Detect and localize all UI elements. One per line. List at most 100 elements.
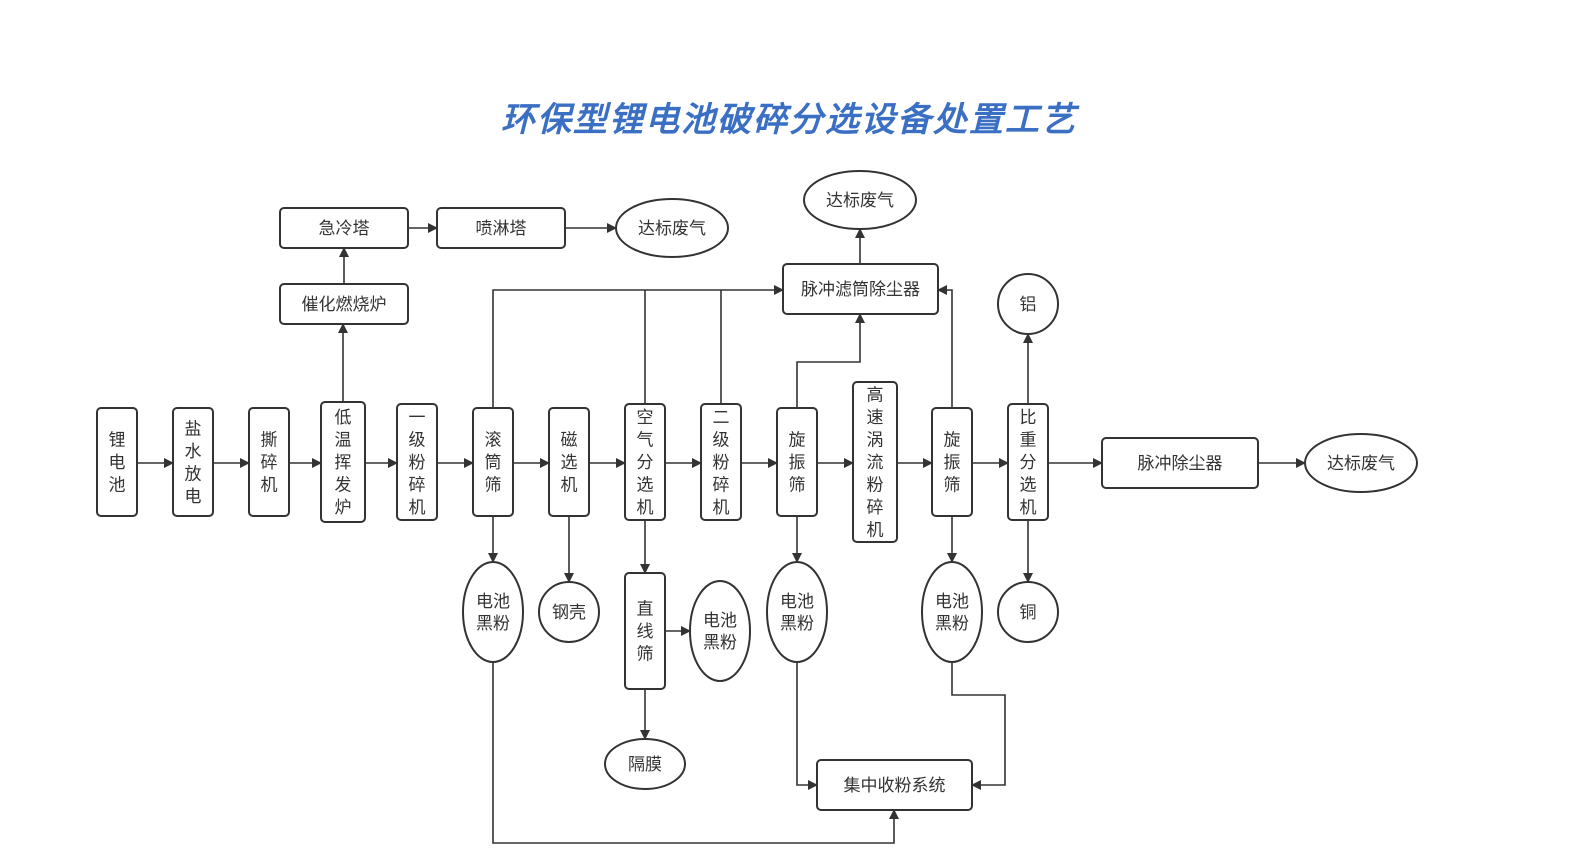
page-title: 环保型锂电池破碎分选设备处置工艺 xyxy=(501,100,1077,140)
node-label-char: 池 xyxy=(109,476,126,496)
node-shape xyxy=(396,403,438,521)
node-label-char: 盐 xyxy=(185,419,202,439)
node-label-char: 机 xyxy=(409,498,426,518)
node-label-line: 隔膜 xyxy=(628,755,662,775)
eddy-node: 高速涡流粉碎机高速涡流粉碎机 xyxy=(852,381,898,543)
flow-arrow xyxy=(492,285,784,408)
node-shape xyxy=(782,263,939,315)
node-shape xyxy=(604,738,686,790)
node-shape xyxy=(538,581,600,643)
node-label-char: 低 xyxy=(335,408,352,428)
node-label-char: 比 xyxy=(1020,408,1037,428)
node-shape xyxy=(548,407,590,517)
node-label-char: 机 xyxy=(713,498,730,518)
node-label-char: 水 xyxy=(185,442,202,462)
node-shape xyxy=(931,407,973,517)
flow-arrow xyxy=(951,662,1006,790)
battery-node: 锂电池锂电池 xyxy=(96,407,138,517)
quench-node: 急冷塔 xyxy=(279,207,409,249)
node-label-char: 级 xyxy=(713,431,730,451)
node-label-char: 温 xyxy=(335,431,352,451)
node-label-char: 筛 xyxy=(789,476,806,496)
node-label-char: 高 xyxy=(867,386,884,406)
node-label-char: 电 xyxy=(185,487,202,507)
node-shape xyxy=(462,561,524,663)
node-label-char: 选 xyxy=(1020,476,1037,496)
shredder-node: 撕碎机撕碎机 xyxy=(248,407,290,517)
node-label: 脉冲除尘器 xyxy=(1138,454,1223,474)
node-shape xyxy=(766,561,828,663)
node-label: 脉冲滤筒除尘器 xyxy=(801,280,920,300)
node-shape xyxy=(96,407,138,517)
node-shape xyxy=(1304,433,1418,493)
node-label-char: 机 xyxy=(637,498,654,518)
shell-node: 钢壳钢壳 xyxy=(538,581,600,643)
filter-node: 脉冲滤筒除尘器 xyxy=(782,263,939,315)
node-label-char: 一 xyxy=(409,408,426,428)
crusher2-node: 二级粉碎机二级粉碎机 xyxy=(700,403,742,521)
brine-node: 盐水放电盐水放电 xyxy=(172,407,214,517)
flow-connectors xyxy=(137,223,1306,844)
magnetic-node: 磁选机磁选机 xyxy=(548,407,590,517)
node-label-char: 滚 xyxy=(485,431,502,451)
node-label-line: 铝 xyxy=(1020,295,1037,315)
node-label-char: 空 xyxy=(637,408,654,428)
node-shape xyxy=(803,170,917,230)
node-shape xyxy=(776,407,818,517)
node-label-line: 电池 xyxy=(935,592,969,612)
node-label-line: 达标废气 xyxy=(638,219,706,239)
node-label-char: 碎 xyxy=(867,498,884,518)
node-shape xyxy=(700,403,742,521)
gravity-node: 比重分选机比重分选机 xyxy=(1007,403,1049,521)
flow-arrow xyxy=(937,285,953,408)
node-label-char: 粉 xyxy=(713,453,730,473)
node-label-char: 筒 xyxy=(485,453,502,473)
node-label-char: 粉 xyxy=(409,453,426,473)
linear-node: 直线筛直线筛 xyxy=(624,572,666,690)
node-label-char: 速 xyxy=(867,408,884,428)
node-label-char: 旋 xyxy=(789,431,806,451)
node-label-line: 电池 xyxy=(476,592,510,612)
flow-arrow xyxy=(796,662,818,790)
node-shape xyxy=(172,407,214,517)
node-label-char: 撕 xyxy=(261,431,278,451)
node-shape xyxy=(320,401,366,523)
node-shape xyxy=(921,561,983,663)
node-shape xyxy=(997,273,1059,335)
node-label-char: 粉 xyxy=(867,476,884,496)
vib1-node: 旋振筛旋振筛 xyxy=(776,407,818,517)
spray-node: 喷淋塔 xyxy=(436,207,566,249)
air-node: 空气分选机空气分选机 xyxy=(624,403,666,521)
node-label-char: 筛 xyxy=(485,476,502,496)
node-label-char: 挥 xyxy=(335,453,352,473)
crusher1-node: 一级粉碎机一级粉碎机 xyxy=(396,403,438,521)
gas1-node: 达标废气达标废气 xyxy=(1304,433,1418,493)
furnace-node: 低温挥发炉低温挥发炉 xyxy=(320,401,366,523)
node-shape xyxy=(624,572,666,690)
node-label-line: 铜 xyxy=(1020,603,1037,623)
node-shape xyxy=(689,580,751,682)
node-shape xyxy=(1101,437,1259,489)
node-label-line: 达标废气 xyxy=(1327,454,1395,474)
node-label-char: 机 xyxy=(261,476,278,496)
node-shape xyxy=(852,381,898,543)
node-label-char: 旋 xyxy=(944,431,961,451)
gas3-node: 达标废气达标废气 xyxy=(803,170,917,230)
node-label-char: 磁 xyxy=(561,431,578,451)
node-label-char: 碎 xyxy=(409,476,426,496)
node-shape xyxy=(279,283,409,325)
node-shape xyxy=(816,759,973,811)
pulse-node: 脉冲除尘器 xyxy=(1101,437,1259,489)
node-label-char: 电 xyxy=(109,453,126,473)
node-label-line: 黑粉 xyxy=(703,633,737,653)
node-label-char: 气 xyxy=(637,431,654,451)
node-shape xyxy=(279,207,409,249)
node-label-char: 机 xyxy=(1020,498,1037,518)
node-shape xyxy=(436,207,566,249)
collect-node: 集中收粉系统 xyxy=(816,759,973,811)
node-label-char: 分 xyxy=(1020,453,1037,473)
node-shape xyxy=(624,403,666,521)
node-label-char: 直 xyxy=(637,600,654,620)
